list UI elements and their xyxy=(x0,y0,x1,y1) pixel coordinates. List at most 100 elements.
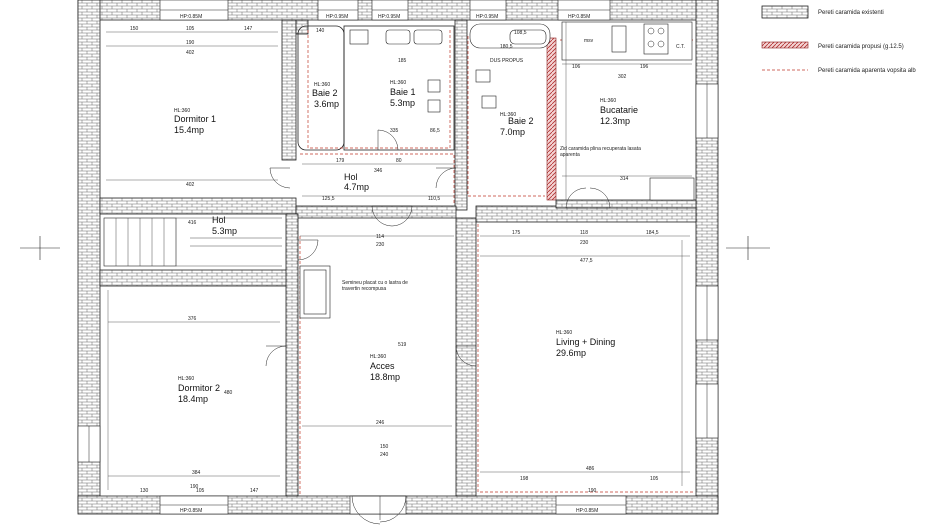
window-tag: HP:0.95M xyxy=(326,14,348,20)
room-area: 5.3mp xyxy=(212,226,237,236)
dimension: 198 xyxy=(520,476,529,482)
room-baie2b: HL:360 Baie 2 7.0mp xyxy=(500,112,534,137)
room-acces: HL:360 Acces 18.8mp xyxy=(370,354,400,382)
window-tag: HP:0.85M xyxy=(180,14,202,20)
dimension: 150 xyxy=(130,26,139,32)
dimension: 480 xyxy=(224,390,233,396)
dimension: 230 xyxy=(376,242,385,248)
legend-swatch-proposed xyxy=(761,41,809,49)
room-name: Baie 2 xyxy=(312,88,338,98)
room-height: HL:360 xyxy=(556,330,572,336)
room-name: Baie 2 xyxy=(508,116,534,126)
room-hol2: Hol 5.3mp xyxy=(212,215,237,236)
dimension: 196 xyxy=(640,64,649,70)
dimension: 230 xyxy=(580,240,589,246)
room-height: HL:360 xyxy=(174,108,190,114)
room-height: HL:360 xyxy=(370,354,386,360)
room-area: 5.3mp xyxy=(390,98,415,108)
dimension: 179 xyxy=(336,158,345,164)
dimension: 486 xyxy=(586,466,595,472)
dimension: 108,5 xyxy=(514,30,527,36)
dimension: 125,5 xyxy=(322,196,335,202)
dimension: 106 xyxy=(572,64,581,70)
room-height: HL:360 xyxy=(178,376,194,382)
room-area: 12.3mp xyxy=(600,116,630,126)
dimension: 105 xyxy=(196,488,205,494)
room-name: Hol xyxy=(212,215,226,225)
legend-label-brick: Pereti caramida existenti xyxy=(818,10,884,16)
room-name: Living + Dining xyxy=(556,337,615,347)
room-name: Bucatarie xyxy=(600,105,638,115)
dimension: 335 xyxy=(390,128,399,134)
note-semineu: Semineu placat cu o lastra de travertin … xyxy=(342,280,408,292)
dimension: 402 xyxy=(186,182,195,188)
window-tag: HP:0.95M xyxy=(378,14,400,20)
room-baie1: HL:360 Baie 1 5.3mp xyxy=(390,80,416,108)
dimension: 86,5 xyxy=(430,128,440,134)
interior-walls xyxy=(99,19,697,497)
room-living: HL:360 Living + Dining 29.6mp xyxy=(556,330,615,358)
room-dormitor2: HL:360 Dormitor 2 18.4mp xyxy=(178,376,220,404)
room-area: 18.8mp xyxy=(370,372,400,382)
dimension: 346 xyxy=(374,168,383,174)
note-ct: C.T. xyxy=(676,44,685,50)
dimension: 180,5 xyxy=(500,44,513,50)
windows xyxy=(77,0,719,515)
dimension-lines xyxy=(106,22,692,490)
dimension: 185 xyxy=(398,58,407,64)
section-markers xyxy=(20,236,770,260)
dimension: 80 xyxy=(396,158,402,164)
room-area: 29.6mp xyxy=(556,348,586,358)
legend-label-proposed: Pereti caramida propusi (g.12.5) xyxy=(818,44,904,50)
dimension: 147 xyxy=(244,26,253,32)
room-area: 15.4mp xyxy=(174,125,204,135)
room-hol1: Hol 4.7mp xyxy=(344,172,369,192)
room-area: 4.7mp xyxy=(344,182,369,192)
room-name: Dormitor 1 xyxy=(174,114,216,124)
room-dormitor1: HL:360 Dormitor 1 15.4mp xyxy=(174,108,216,135)
room-height: HL:360 xyxy=(500,112,516,118)
room-name: Baie 1 xyxy=(390,87,416,97)
dimension: 190 xyxy=(186,40,195,46)
window-tag: HP:0.85M xyxy=(568,14,590,20)
note-dus: DUS PROPUS xyxy=(490,58,524,64)
legend-swatch-brick xyxy=(761,5,809,19)
dimension: 519 xyxy=(398,342,407,348)
window-tag: HP:0.85M xyxy=(180,508,202,514)
room-area: 18.4mp xyxy=(178,394,208,404)
dimension: 150 xyxy=(380,444,389,450)
dimension: 105 xyxy=(186,26,195,32)
window-tags: HP:0.85M HP:0.95M HP:0.95M HP:0.95M HP:0… xyxy=(180,14,598,514)
dimension: 110,5 xyxy=(428,196,440,202)
room-height: HL:360 xyxy=(600,98,616,104)
room-bucatarie: HL:360 Bucatarie 12.3mp xyxy=(600,98,638,126)
dimension: 190 xyxy=(190,484,199,490)
dimension: 190 xyxy=(588,488,597,494)
legend-label-painted: Pereti caramida aparenta vopsita alb xyxy=(818,68,916,74)
room-height: HL:360 xyxy=(314,82,330,88)
dimension: 118 xyxy=(580,230,588,236)
dimension: 376 xyxy=(188,316,197,322)
window-tag: HP:0.95M xyxy=(476,14,498,20)
room-name: Dormitor 2 xyxy=(178,383,220,393)
note-msv: msv xyxy=(584,38,594,44)
dimension: 246 xyxy=(376,420,385,426)
doors xyxy=(265,129,611,525)
stairs xyxy=(103,217,282,267)
sanitary-fixtures xyxy=(103,21,695,319)
window-tag: HP:0.85M xyxy=(576,508,598,514)
dimension: 130 xyxy=(140,488,149,494)
room-height: HL:360 xyxy=(390,80,406,86)
dimension: 314 xyxy=(620,176,629,182)
annotations: DUS PROPUS Zid caramida plina recuperata… xyxy=(342,38,685,292)
dimension: 477,5 xyxy=(580,258,593,264)
dimension: 184,5 xyxy=(646,230,659,236)
dimension: 384 xyxy=(192,470,201,476)
room-area: 3.6mp xyxy=(314,99,339,109)
dimension-texts: 150 105 147 190 402 402 140 185 335 86,5… xyxy=(130,26,659,494)
room-area: 7.0mp xyxy=(500,127,525,137)
dimension: 175 xyxy=(512,230,521,236)
dimension: 114 xyxy=(376,234,384,240)
dimension: 402 xyxy=(186,50,195,56)
